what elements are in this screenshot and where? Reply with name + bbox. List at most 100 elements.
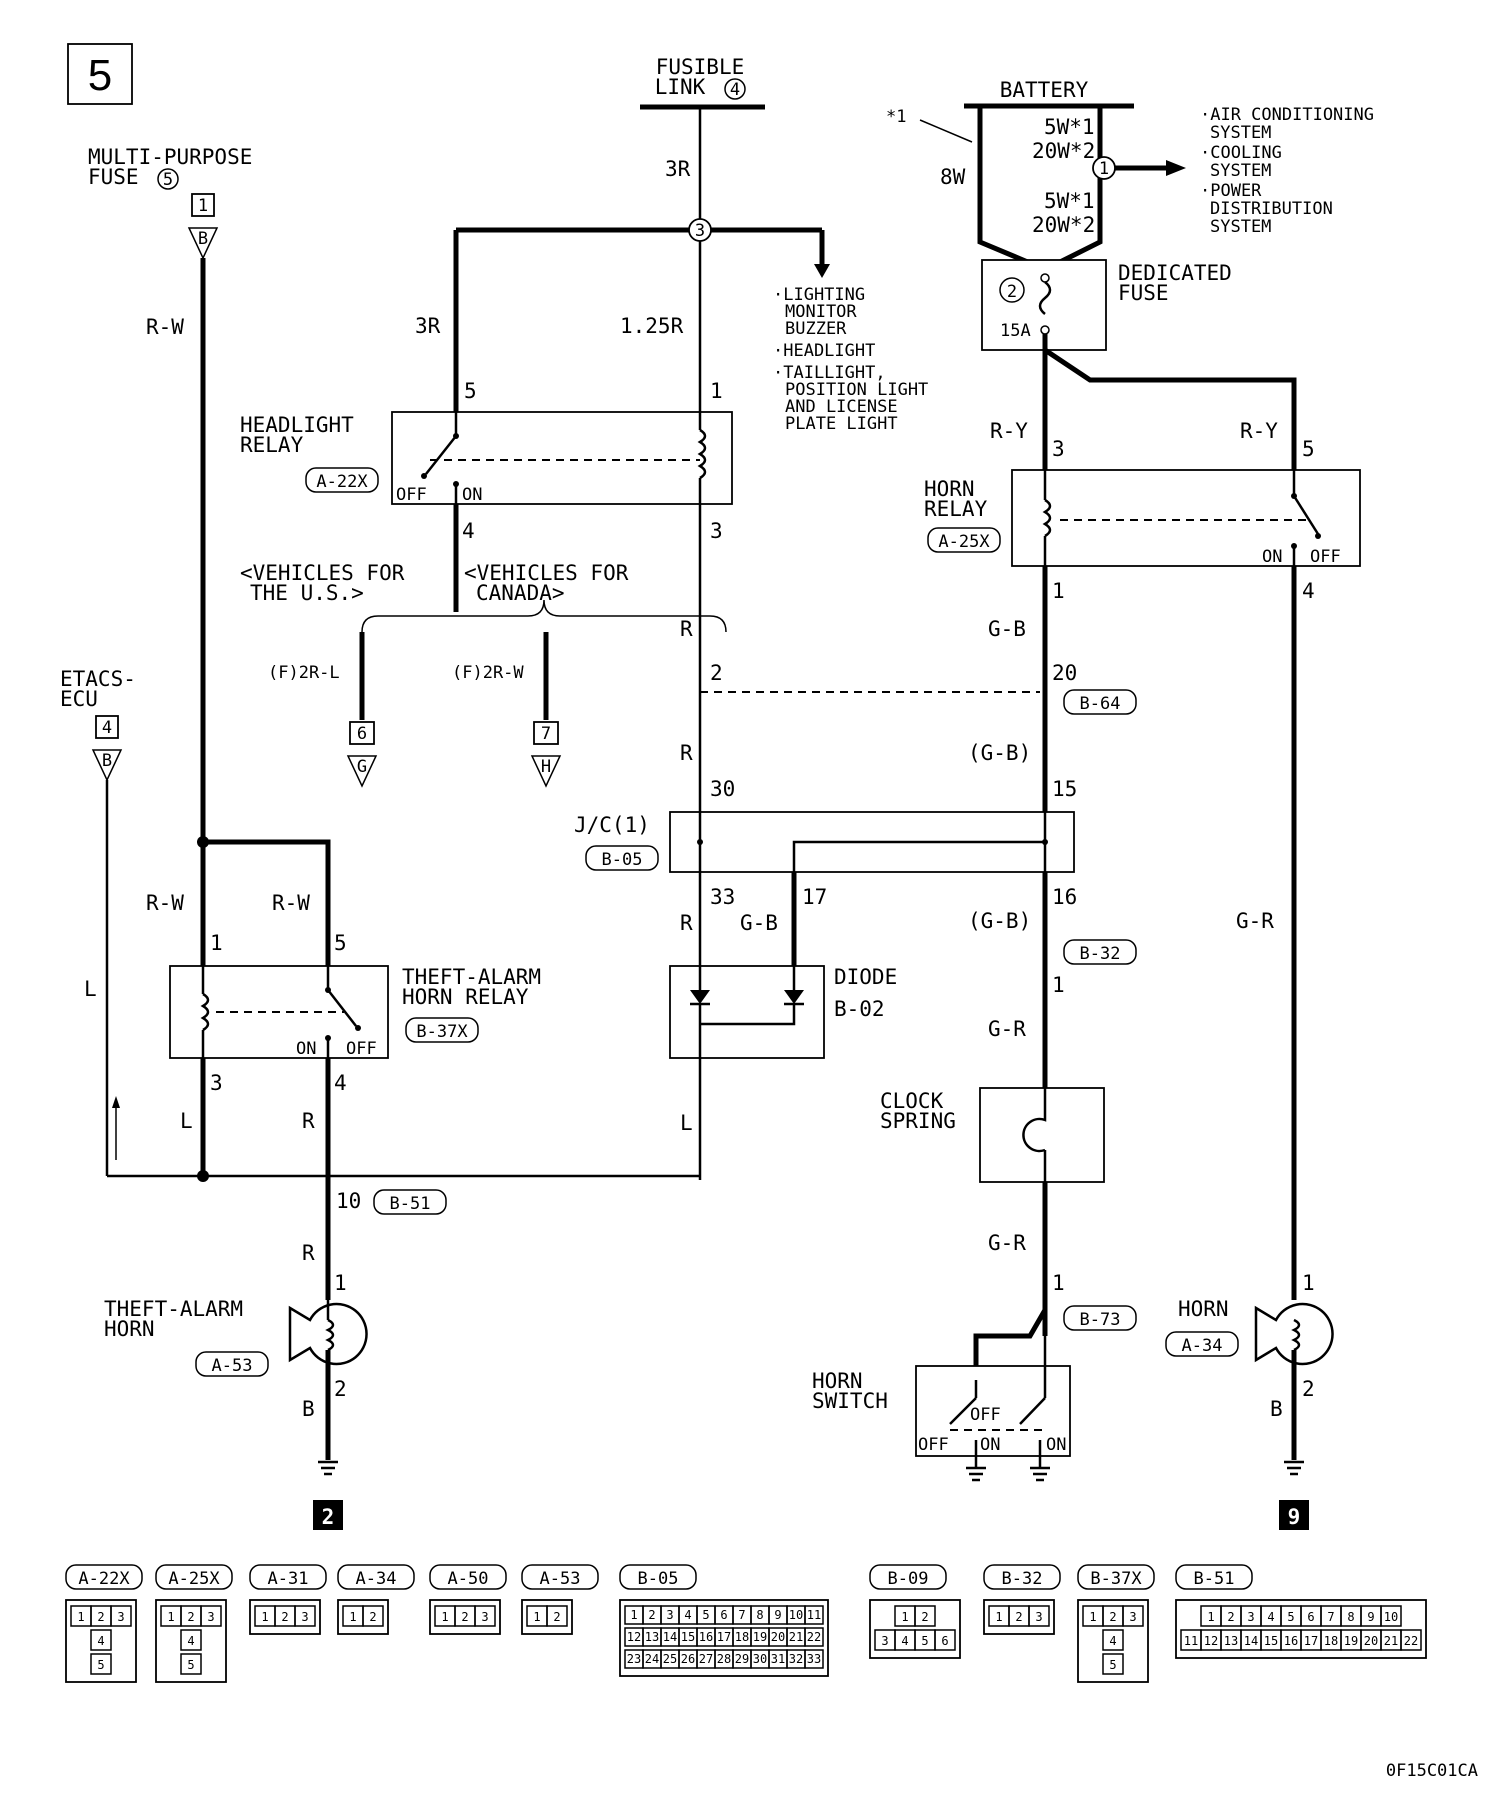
jc-node-left: [697, 839, 703, 845]
connector-pin: 1: [441, 1610, 448, 1624]
figure-code: 0F15C01CA: [1386, 1761, 1478, 1781]
mpf-label-2: FUSE: [88, 165, 139, 189]
b64-pin-right: 20: [1052, 661, 1077, 685]
battery-output-arrow: [1166, 160, 1186, 176]
horn-switch-off-1: OFF: [918, 1435, 949, 1455]
headlight-relay-label-2: RELAY: [240, 433, 304, 457]
hl-relay-off-contact: [421, 473, 427, 479]
wire-label-clock-out: G-R: [988, 1231, 1026, 1255]
connector-pin: 5: [921, 1634, 928, 1648]
jc-label: J/C(1): [574, 813, 650, 837]
connector-pin: 5: [702, 1608, 709, 1622]
connector-pin: 4: [684, 1608, 691, 1622]
horn-switch-on-2: ON: [1046, 1435, 1066, 1455]
thr-pin-4: 4: [334, 1071, 347, 1095]
wire-label-jc-in-gb: (G-B): [968, 741, 1031, 765]
connector-pin: 21: [789, 1630, 803, 1644]
connector-pin: 3: [301, 1610, 308, 1624]
horn-relay-connector-tag: [927, 527, 1001, 553]
thr-pin-1: 1: [210, 931, 223, 955]
connector-pin: 3: [1247, 1610, 1254, 1624]
connector-pin: 3: [666, 1608, 673, 1622]
ground-ref-right: 9: [1288, 1505, 1301, 1529]
thr-pin-3: 3: [210, 1071, 223, 1095]
connector-pin: 2: [461, 1610, 468, 1624]
connector-pin: 1: [349, 1610, 356, 1624]
thr-switch-arm: [327, 989, 357, 1027]
connector-pin: 19: [753, 1630, 767, 1644]
connector-view-label: B-05: [638, 1569, 679, 1589]
connector-pin: 7: [738, 1608, 745, 1622]
ref-canada: 7: [541, 724, 551, 744]
connector-pin: 19: [1344, 1634, 1358, 1648]
dest-triangle-us: [346, 755, 378, 788]
battery-note: *1: [886, 107, 906, 127]
horn-relay-box: [1011, 469, 1361, 567]
thr-connector: B-37X: [416, 1022, 468, 1042]
connector-view-label: B-37X: [1090, 1569, 1142, 1589]
connector-pin: 2: [369, 1610, 376, 1624]
connector-pin: 1: [901, 1610, 908, 1624]
etacs-signal-arrow-head: [112, 1096, 120, 1108]
thr-off-label: OFF: [346, 1039, 377, 1059]
connector-pin: 3: [117, 1610, 124, 1624]
wire-label-horn-relay-feed-2: R-Y: [1240, 419, 1278, 443]
thr-label-2: HORN RELAY: [402, 985, 529, 1009]
wire-label-theft-horn-feed: R: [302, 1241, 315, 1265]
wire-thr-switch-feed: [203, 839, 331, 966]
etacs-label-1: ETACS-: [60, 667, 136, 691]
etacs-connector-triangle: [91, 749, 123, 782]
battery-note-leader: [919, 119, 973, 143]
etacs-terminal: 4: [102, 718, 112, 738]
connector-pin: 5: [1109, 1658, 1116, 1672]
connector-pin: 16: [1284, 1634, 1298, 1648]
diode-box: [669, 965, 825, 1059]
wire-label-horn-relay-out: G-R: [1236, 909, 1274, 933]
connector-pin: 4: [97, 1634, 104, 1648]
horn-relay-pin-4: 4: [1302, 579, 1315, 603]
battery-output-2: SYSTEM: [1210, 123, 1271, 143]
jc-pin-17: 17: [802, 885, 827, 909]
wire-label-mpf-out: R-W: [146, 315, 184, 339]
jc-connector: B-05: [602, 850, 643, 870]
hl-relay-pin-1: 1: [710, 379, 723, 403]
connector-pin: 26: [681, 1652, 695, 1666]
wire-label-clock-in: G-R: [988, 1017, 1026, 1041]
b64-pin-left: 2: [710, 661, 723, 685]
lighting-output-7: AND LICENSE: [785, 397, 898, 417]
connector-pin: 1: [995, 1610, 1002, 1624]
dedicated-fuse-number: 2: [1007, 282, 1017, 302]
dedicated-fuse-element: [1038, 281, 1052, 315]
jc-pin-16: 16: [1052, 885, 1077, 909]
horn-pin-1: 1: [1302, 1271, 1315, 1295]
connector-view-label: A-22X: [78, 1569, 130, 1589]
dest-us: G: [357, 757, 367, 777]
mpf-connector-triangle: [187, 227, 219, 260]
connector-pin: 3: [1035, 1610, 1042, 1624]
connector-pin: 3: [1129, 1610, 1136, 1624]
battery-output-number: 1: [1099, 159, 1109, 179]
battery-wire-8w: 8W: [940, 165, 966, 189]
dest-canada: H: [541, 757, 551, 777]
wire-label-hl-coil-feed: 1.25R: [620, 314, 684, 338]
mpf-connector: B: [198, 229, 208, 249]
connector-view-label: B-09: [888, 1569, 929, 1589]
connector-pin: 7: [1327, 1610, 1334, 1624]
connector-pin: 6: [720, 1608, 727, 1622]
wire-label-fl-out: 3R: [665, 157, 691, 181]
variant-us-label-2: THE U.S.>: [250, 581, 364, 605]
wire-label-etacs-out: L: [84, 977, 97, 1001]
wire-label-horn-coil-out: G-B: [988, 617, 1026, 641]
connector-pin: 2: [1227, 1610, 1234, 1624]
fusible-link-label-1: FUSIBLE: [656, 55, 745, 79]
horn-switch-on-1: ON: [980, 1435, 1000, 1455]
connector-pin: 24: [645, 1652, 659, 1666]
theft-horn-connector: A-53: [212, 1356, 253, 1376]
lighting-arrow-head: [814, 264, 830, 278]
horn-relay-label-2: RELAY: [924, 497, 988, 521]
